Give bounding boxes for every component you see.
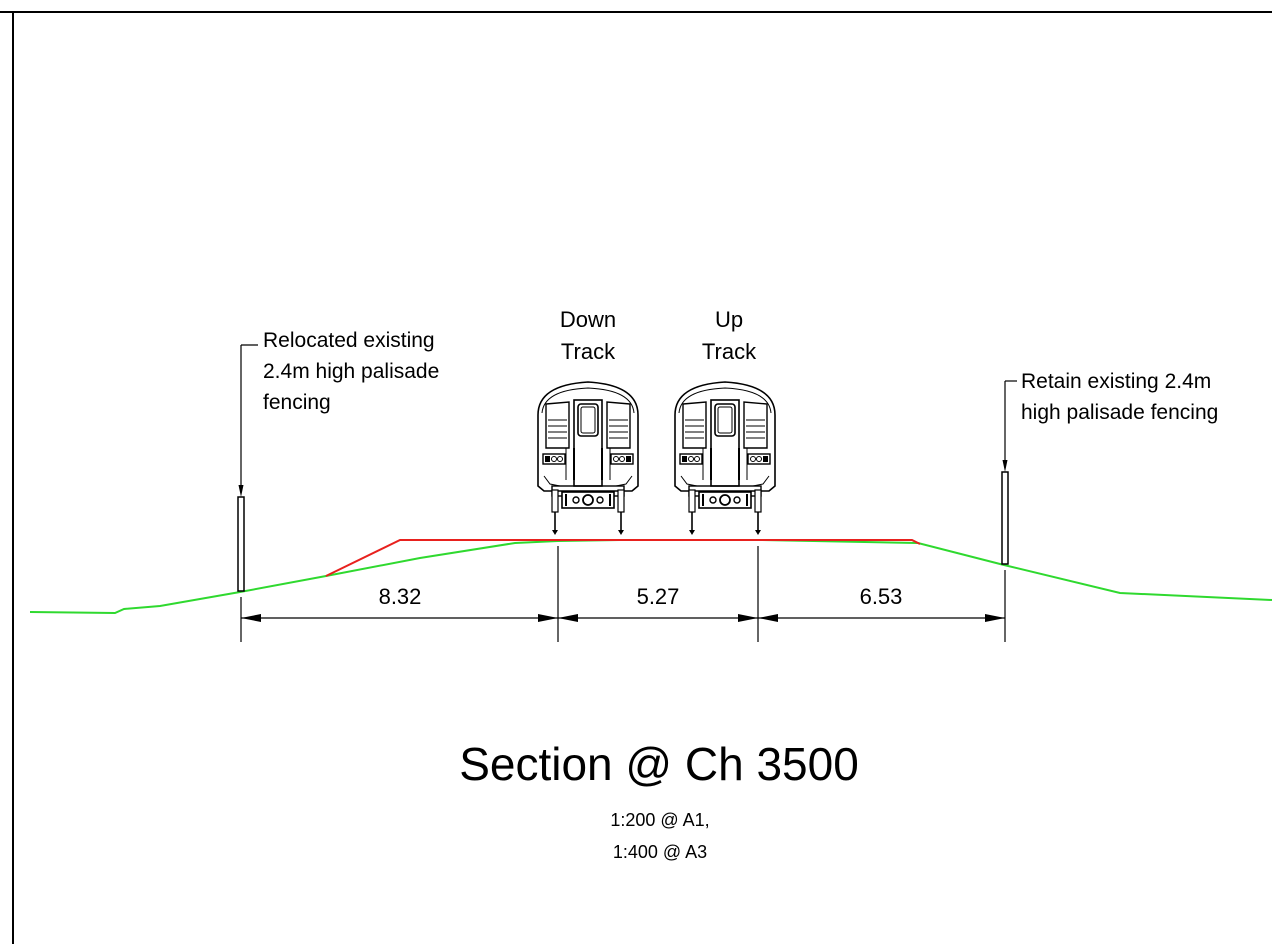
- section-title: Section @ Ch 3500: [459, 738, 859, 790]
- right-fence: [1001, 380, 1017, 565]
- down-track-label-line-2: Track: [561, 339, 616, 364]
- dimension-line: [241, 614, 1005, 622]
- up-track-label-line-1: Up: [715, 307, 743, 332]
- scale-line-2: 1:400 @ A3: [613, 842, 707, 862]
- right-fence-note-line-1: Retain existing 2.4m: [1021, 370, 1211, 393]
- dimension-extension-lines: [240, 546, 1006, 642]
- dimension-middle: 5.27: [637, 584, 680, 609]
- proposed-formation-line: [325, 539, 921, 577]
- dimension-left: 8.32: [379, 584, 422, 609]
- left-fence-note-line-1: Relocated existing: [263, 329, 435, 352]
- left-fence: [237, 344, 258, 592]
- right-fence-note-line-2: high palisade fencing: [1021, 401, 1218, 424]
- up-track-train: [674, 381, 776, 536]
- existing-ground-line: [29, 539, 1272, 615]
- up-track-label-line-2: Track: [702, 339, 757, 364]
- down-track-label-line-1: Down: [560, 307, 616, 332]
- scale-line-1: 1:200 @ A1,: [610, 810, 709, 830]
- dimension-right: 6.53: [860, 584, 903, 609]
- left-fence-note-line-2: 2.4m high palisade: [263, 360, 439, 383]
- left-fence-note-line-3: fencing: [263, 391, 331, 414]
- down-track-train: [537, 381, 639, 536]
- sheet-frame: [0, 11, 1272, 944]
